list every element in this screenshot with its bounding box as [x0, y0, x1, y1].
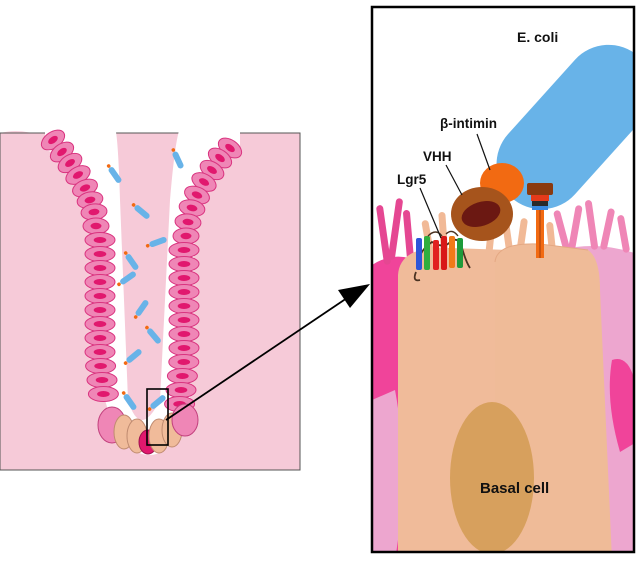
crypt-cell [166, 368, 198, 384]
basal-cell-nucleus [450, 402, 534, 552]
bacterium-icon [123, 251, 139, 270]
crypt-cell [168, 256, 200, 272]
crypt-cell [85, 358, 117, 374]
crypt-cell [168, 354, 200, 370]
bacterium-icon [145, 236, 167, 248]
bacterium-icon [171, 148, 184, 169]
secretion-structure-icon [527, 183, 553, 258]
crypt-cell [84, 246, 116, 262]
crypt-cell [84, 316, 116, 332]
crypt-cell [87, 386, 119, 402]
crypt-cell [165, 382, 197, 398]
crypt-cell [168, 340, 200, 356]
bacterium-icon [117, 271, 136, 287]
crypt-cell [172, 227, 200, 245]
lumen-bacteria [106, 148, 184, 411]
crypt-cell [168, 298, 200, 314]
label-intimin: β-intimin [440, 116, 497, 131]
bacterium-icon [121, 391, 137, 410]
zoom-panel-border [370, 5, 636, 554]
crypt-cell [174, 213, 202, 231]
bacterium-icon [147, 395, 166, 411]
bacterium-icon [123, 349, 142, 365]
crypt-cell [80, 203, 108, 221]
bacterium-icon [145, 325, 161, 344]
crypt-cell [84, 274, 116, 290]
crypt-cell [84, 260, 116, 276]
bacterium-icon [496, 44, 634, 210]
crypt-cell [84, 302, 116, 318]
bacterium-icon [106, 164, 122, 183]
tissue-block [0, 128, 301, 471]
callout-lines [419, 133, 491, 239]
crypt-cell [168, 284, 200, 300]
crypt-cell [168, 326, 200, 342]
bacterium-icon [131, 203, 150, 219]
label-basal-cell: Basal cell [480, 480, 549, 497]
label-vhh: VHH [423, 149, 452, 164]
crypt-cell [84, 288, 116, 304]
receptor-icon [413, 230, 471, 282]
label-lgr5: Lgr5 [397, 172, 427, 187]
crypt-cell [168, 270, 200, 286]
crypt-right-wall [164, 137, 243, 412]
zoom-arrow-icon [165, 284, 370, 421]
crypt-cell [168, 312, 200, 328]
bacterium-icon [133, 300, 149, 319]
crypt-cell [84, 330, 116, 346]
label-ecoli: E. coli [517, 29, 558, 45]
zoom-panel: E. coli β-intimin VHH Lgr5 Basal cell [372, 7, 634, 552]
crypt-cell [84, 232, 116, 248]
vhh-icon [451, 187, 513, 241]
crypt-cell [82, 217, 110, 235]
microvilli [376, 198, 630, 265]
crypt-left-wall [40, 129, 119, 402]
crypt-cell [84, 344, 116, 360]
crypt-cell [86, 372, 118, 388]
crypt-cell [168, 242, 200, 258]
zoom-box [146, 388, 169, 446]
